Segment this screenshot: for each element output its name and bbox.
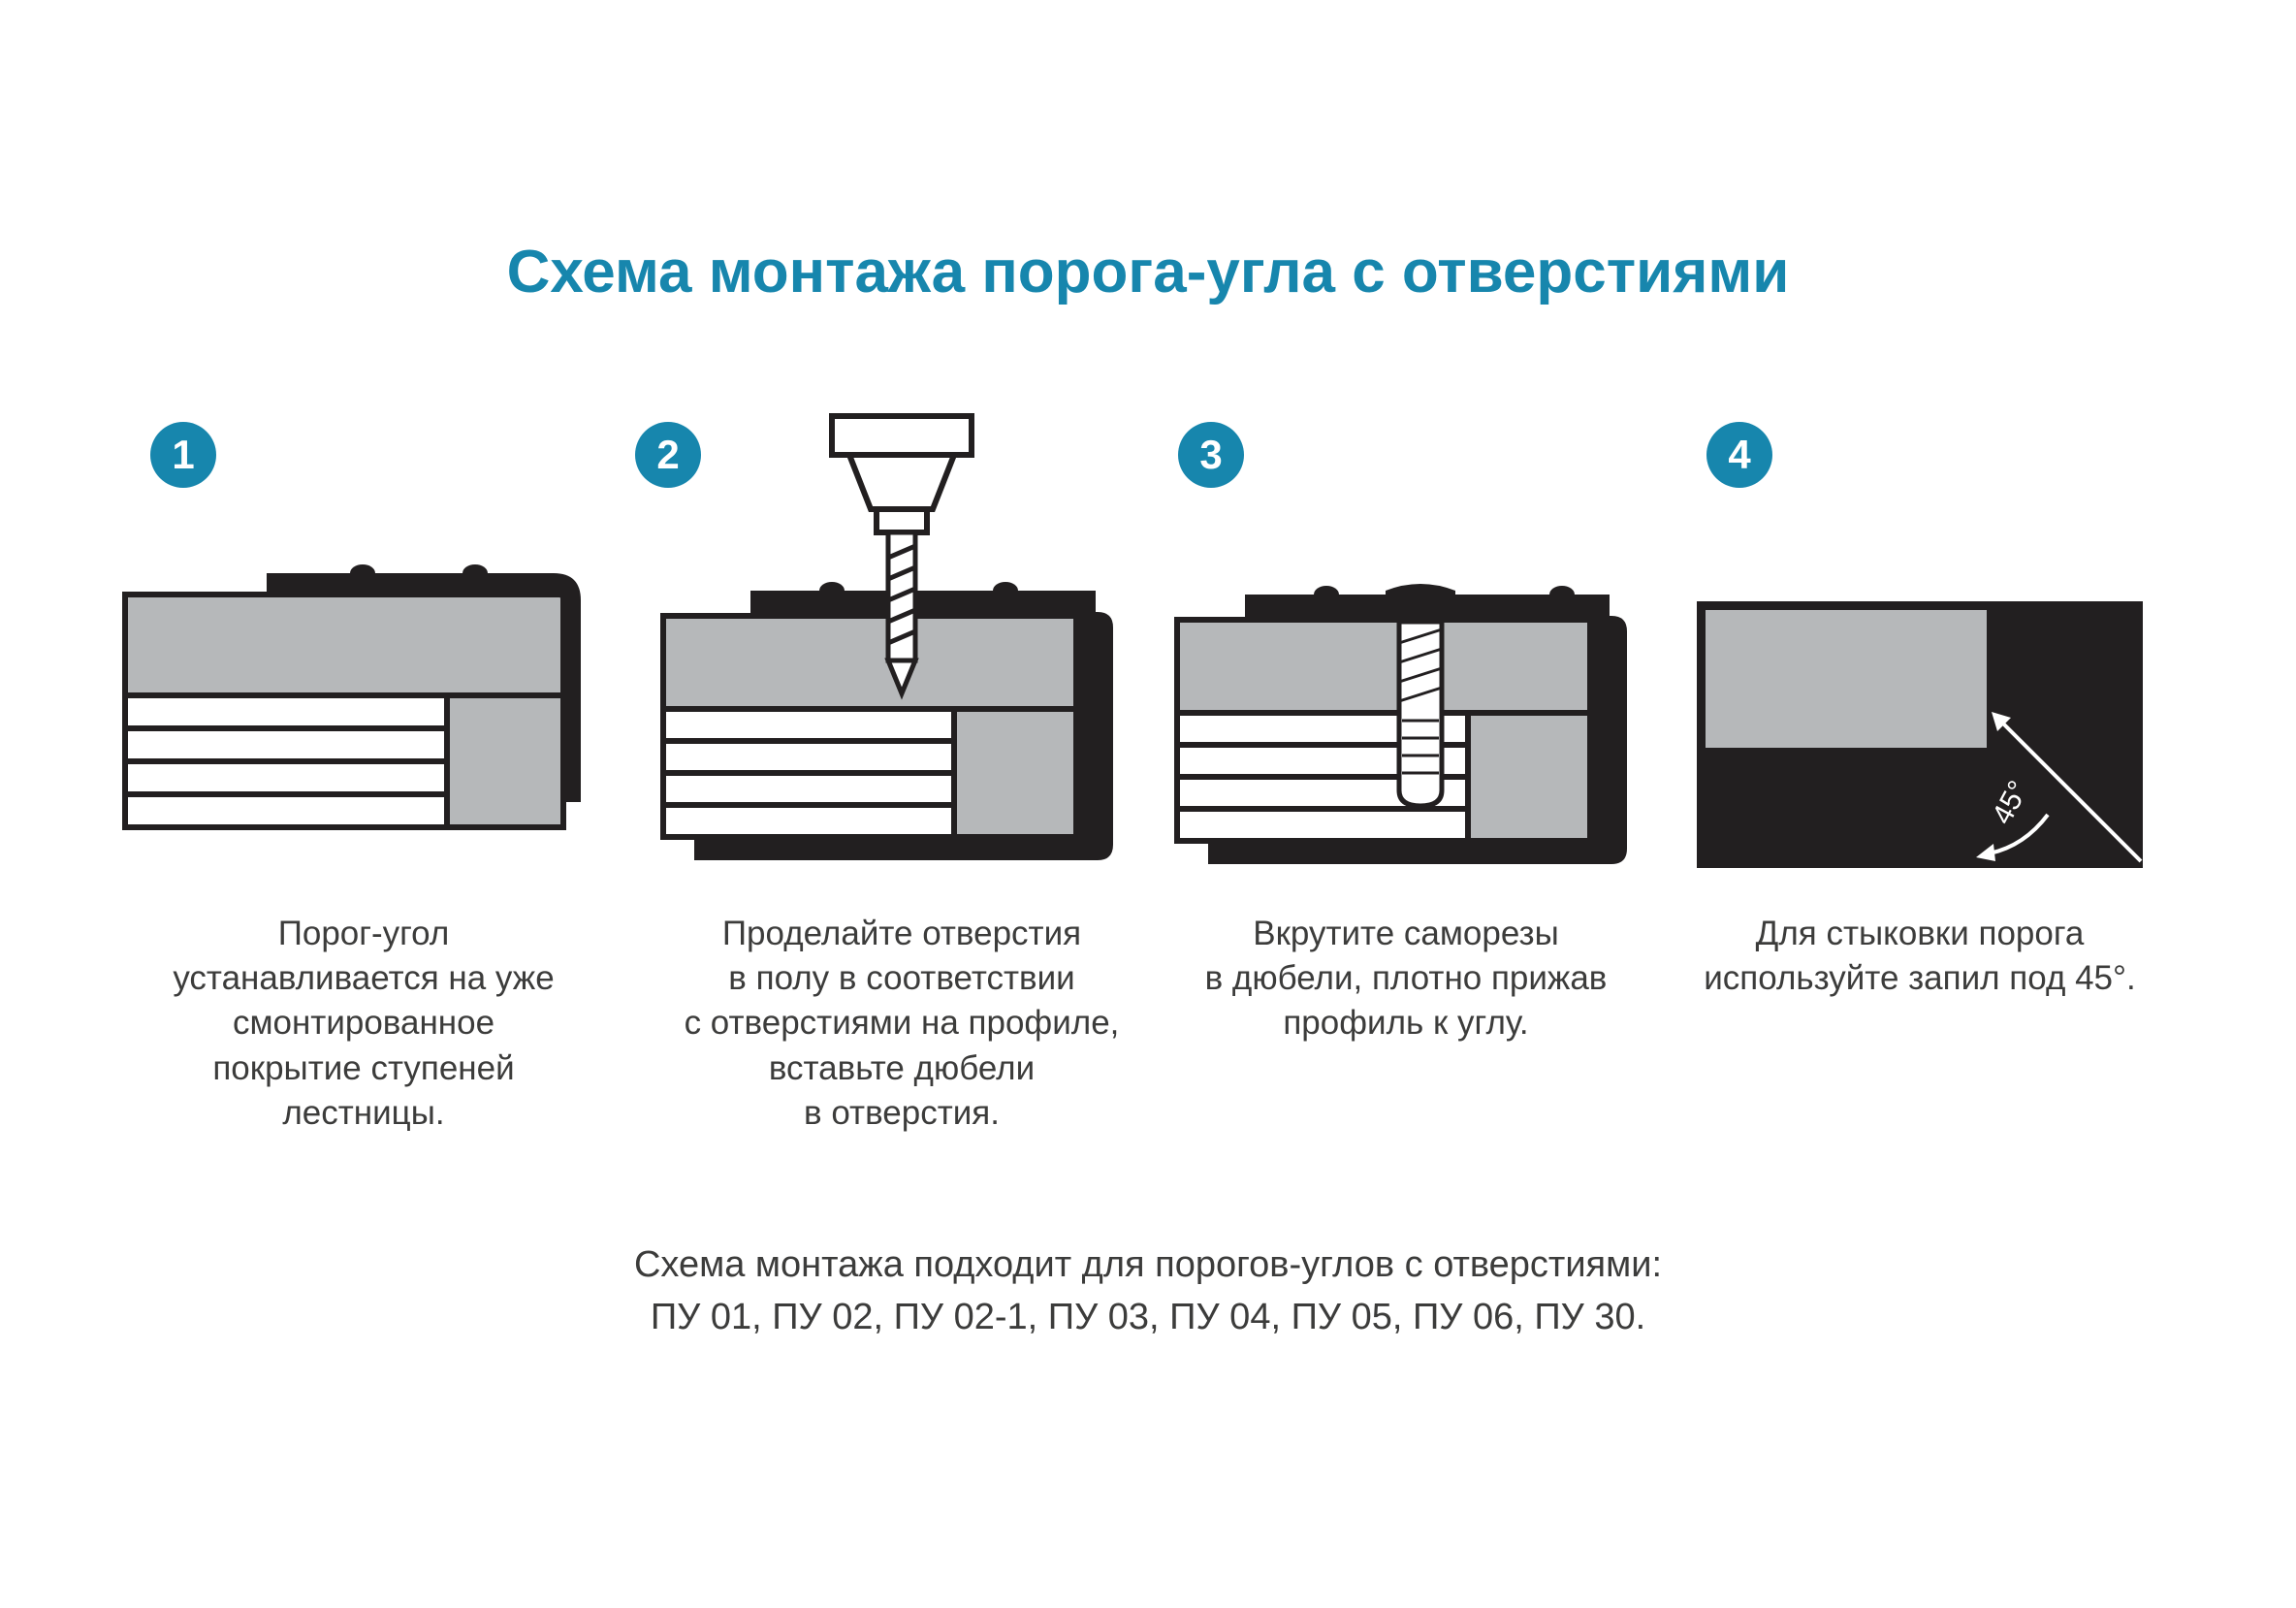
step-2-illustration [660,413,1113,860]
step-4-number: 4 [1728,432,1751,477]
step-2-number: 2 [656,432,680,477]
step-1-illustration [122,564,581,830]
step-1-number-badge: 1 [150,422,216,488]
step-1-caption: Порог-угол устанавливается на уже смонти… [173,915,555,1132]
step-4-illustration: 45° [1697,601,2143,868]
step-3-caption: Вкрутите саморезы в дюбели, плотно прижа… [1204,915,1608,1043]
step-3-number-badge: 3 [1178,422,1244,488]
stair-cross-section [122,592,566,830]
step-1-number: 1 [172,432,195,477]
step-4-number-badge: 4 [1706,422,1772,488]
page-title: Схема монтажа порога-угла с отверстиями [506,239,1790,306]
screw-and-dowel-icon [1386,584,1455,809]
step-3-illustration [1174,584,1627,864]
miter-joint-top-view: 45° [1697,601,2143,868]
footer-line-1: Схема монтажа подходит для порогов-углов… [633,1244,1663,1285]
step-2: 2 Продела [606,413,1197,1217]
drill-icon [829,413,974,700]
step-2-number-badge: 2 [635,422,701,488]
step-1: 1 Порог-угол устанавливается на уже смон… [82,422,645,1217]
step-3-number: 3 [1199,432,1223,477]
step-4: 4 45° Для стыковки порога используйте за… [1639,422,2201,1217]
corner-profile-icon [267,564,581,802]
floor-cross-section [660,582,1113,860]
footer-note: Схема монтажа подходит для порогов-углов… [0,1239,2296,1344]
step-3: 3 Вкрутите саморезы в дюбел [1120,422,1692,1217]
step-2-caption: Проделайте отверстия в полу в соответств… [684,915,1120,1132]
step-4-caption: Для стыковки порога используйте запил по… [1704,915,2136,998]
footer-line-2: ПУ 01, ПУ 02, ПУ 02-1, ПУ 03, ПУ 04, ПУ … [650,1296,1646,1337]
